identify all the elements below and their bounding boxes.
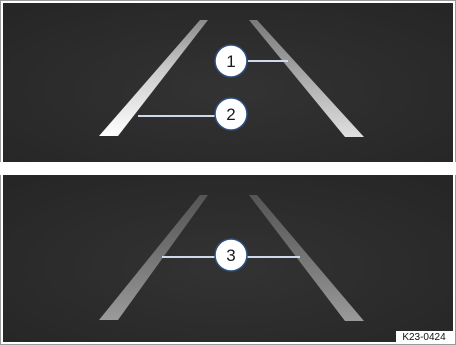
callout-1-label: 1 (226, 52, 235, 71)
top-panel: 1 2 (3, 3, 453, 162)
callout-3-label: 3 (226, 246, 235, 265)
top-panel-background (3, 3, 453, 162)
bottom-panel: 3 K23-0424 (3, 175, 453, 343)
callout-2-label: 2 (226, 105, 235, 124)
figure-code: K23-0424 (402, 332, 446, 343)
panel-divider (0, 162, 456, 175)
